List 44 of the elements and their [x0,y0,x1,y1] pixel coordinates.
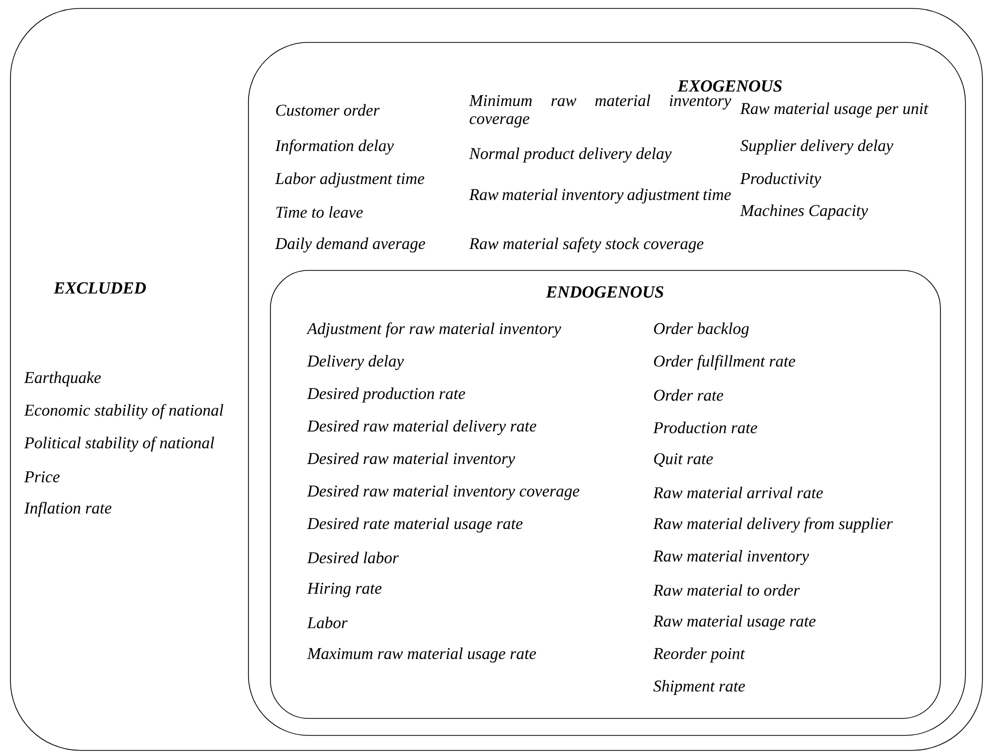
item-text: Machines Capacity [740,204,868,220]
item-text: Information delay [275,139,394,155]
item-text: Raw material usage rate [653,615,816,630]
item-text: Raw material arrival rate [653,486,823,498]
item-text: Economic stability of national [24,404,224,420]
item-text: Inflation rate [24,502,112,517]
item-text: Reorder point [653,648,746,662]
item-text: Quit rate [654,453,713,467]
item-text: Raw material inventory adjustment time [469,188,731,204]
item-text: Hiring rate [307,582,382,598]
item-text: Desired labor [307,552,399,564]
item-text: Desired rate material usage rate [307,518,523,532]
item-text: Maximum raw material usage rate [307,648,536,662]
heading: EXCLUDED [54,282,146,294]
item-text: Political stability of national [24,436,214,452]
item-text: Daily demand average [275,238,426,252]
item-text: Price [24,471,60,482]
heading: ENDOGENOUS [546,286,664,298]
item-text: Raw material usage per unit [740,102,928,118]
item-text: Labor adjustment time [275,172,424,188]
item-text: Customer order [276,104,380,116]
item-text: Minimum raw material inventory coverage [469,94,732,128]
item-text: Desired raw material inventory coverage [307,485,580,500]
item-text: Desired raw material inventory [307,452,516,468]
item-text: Order backlog [654,322,749,338]
item-text: Productivity [740,172,822,188]
item-text: Time to leave [276,206,363,218]
item-text: Normal product delivery delay [469,148,672,162]
item-text: Raw material safety stock coverage [469,237,704,253]
heading: EXOGENOUS [677,80,782,92]
item-text: Earthquake [24,372,101,386]
item-text: Supplier delivery delay [740,140,894,154]
item-text: Adjustment for raw material inventory [306,322,562,338]
item-text: Raw material inventory [653,550,810,565]
item-text: Delivery delay [307,355,404,370]
item-text: Desired production rate [307,388,466,402]
item-text: Raw material delivery from supplier [653,517,893,533]
item-text: Desired raw material delivery rate [307,420,536,435]
item-text: Production rate [653,422,758,434]
item-text: Shipment rate [653,680,745,695]
item-text: Labor [307,616,348,628]
item-text: Order rate [654,389,724,401]
item-text: Raw material to order [653,584,800,596]
item-text: Order fulfillment rate [654,354,796,370]
